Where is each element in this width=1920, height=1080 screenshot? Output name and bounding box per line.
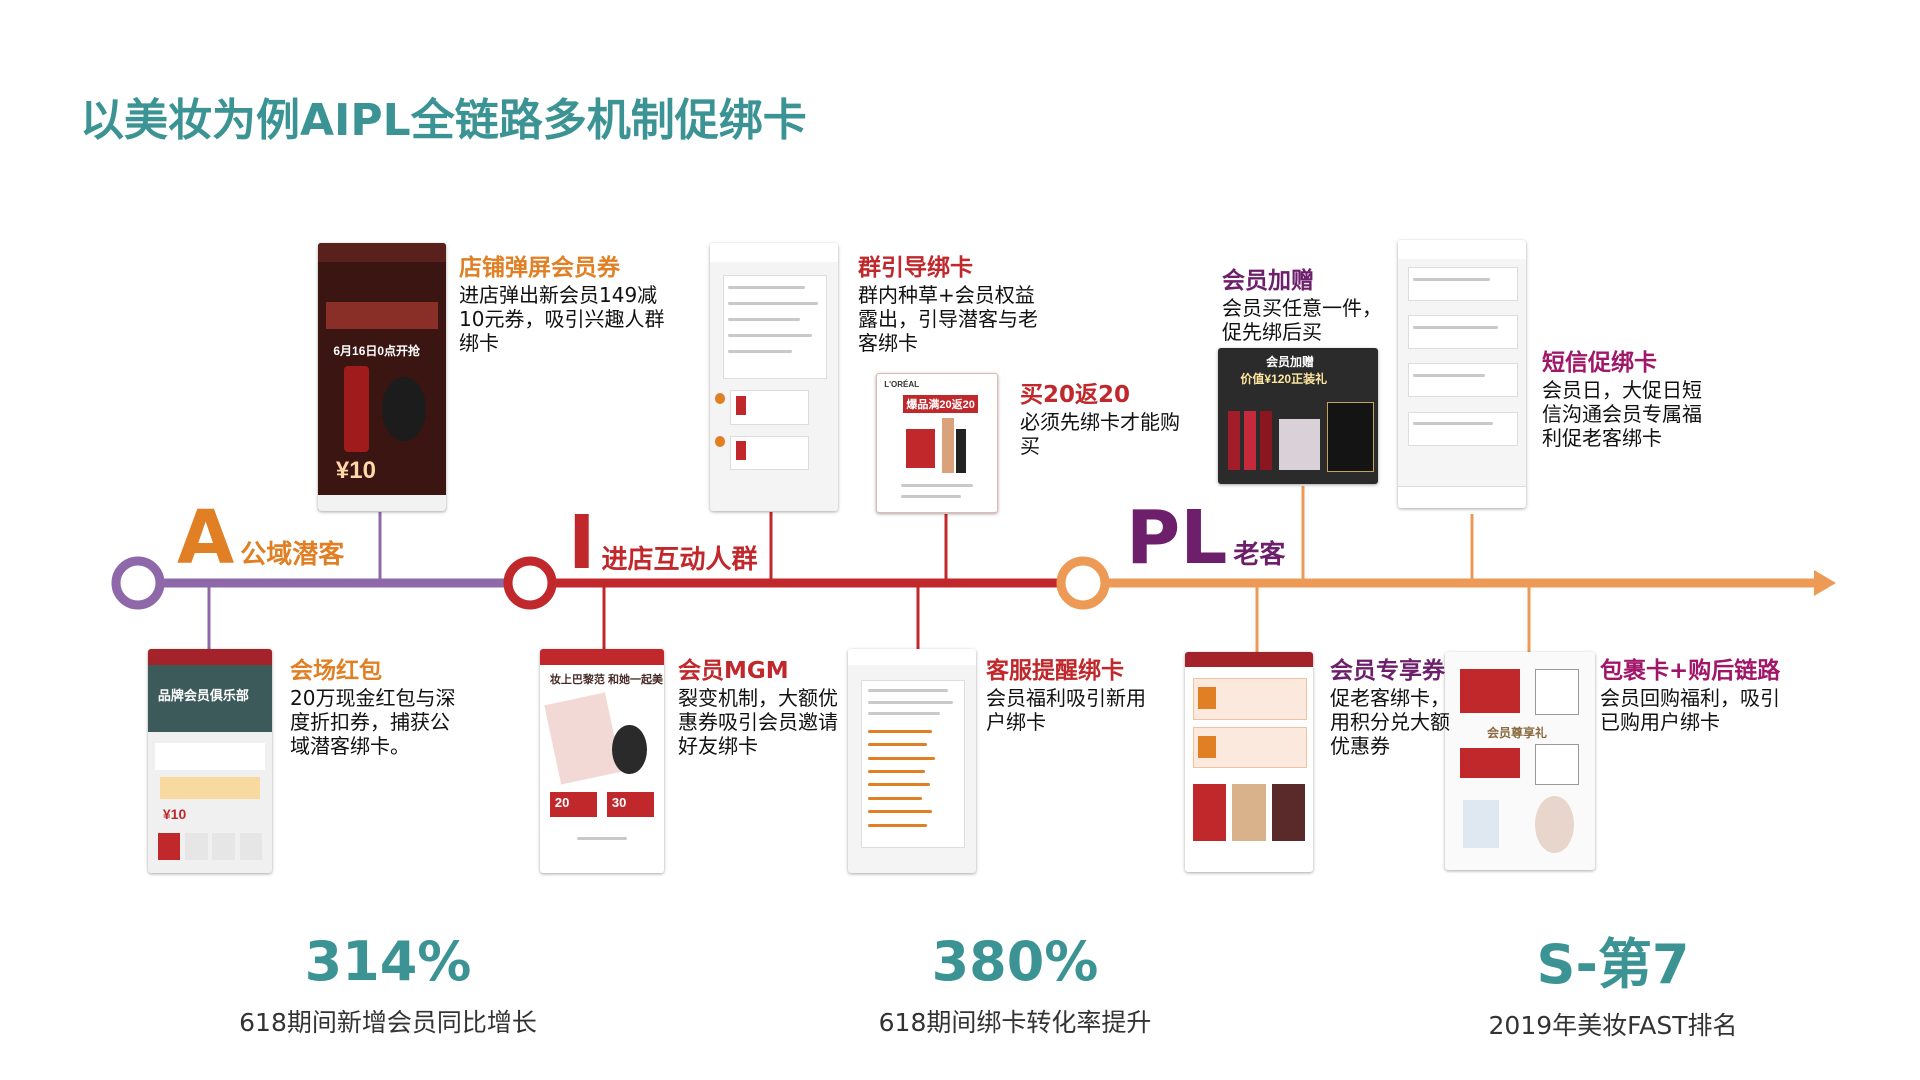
stat-value: 314% bbox=[304, 930, 472, 993]
exclusive-title: 会员专享券 bbox=[1330, 658, 1445, 684]
mgm-title: 会员MGM bbox=[678, 658, 789, 684]
stat-value: 380% bbox=[931, 930, 1099, 993]
mechanism-sms: 短信促绑卡 会员日，大促日短信沟通会员专属福利促老客绑卡 bbox=[1542, 350, 1714, 450]
group-title: 群引导绑卡 bbox=[858, 255, 973, 281]
phone-screenshot-package: 会员尊享礼 bbox=[1445, 652, 1595, 870]
phone-screenshot-sms bbox=[1398, 240, 1526, 508]
stage-node-i bbox=[503, 556, 557, 610]
mechanism-package: 包裹卡+购后链路 会员回购福利，吸引已购用户绑卡 bbox=[1600, 658, 1780, 734]
buy20-title: 买20返20 bbox=[1020, 382, 1131, 408]
buy20-desc: 必须先绑卡才能购买 bbox=[1020, 409, 1180, 458]
stage-text-pl: 老客 bbox=[1233, 540, 1286, 570]
exclusive-desc: 促老客绑卡，用积分兑大额优惠券 bbox=[1330, 685, 1450, 758]
stat-caption: 618期间新增会员同比增长 bbox=[239, 1008, 537, 1038]
popup-amount: ¥10 bbox=[335, 457, 376, 485]
sms-title: 短信促绑卡 bbox=[1542, 350, 1657, 376]
popup-title: 店铺弹屏会员券 bbox=[459, 255, 620, 281]
stat-fast-ranking: S-第7 2019年美妆FAST排名 bbox=[1393, 935, 1833, 1042]
group-desc: 群内种草+会员权益露出，引导潜客与老客绑卡 bbox=[858, 282, 1038, 355]
stage-letter-pl: PL bbox=[1126, 495, 1228, 581]
redpacket-headline: 品牌会员俱乐部 bbox=[157, 687, 249, 703]
package-desc: 会员回购福利，吸引已购用户绑卡 bbox=[1600, 685, 1780, 734]
mechanism-buy20: 买20返20 必须先绑卡才能购买 bbox=[1020, 382, 1190, 458]
mechanism-group: 群引导绑卡 群内种草+会员权益露出，引导潜客与老客绑卡 bbox=[858, 255, 1038, 355]
popup-date: 6月16日0点开抢 bbox=[333, 344, 421, 359]
gift-headline: 会员加赠 bbox=[1266, 355, 1315, 370]
phone-screenshot-group bbox=[710, 243, 838, 511]
sms-desc: 会员日，大促日短信沟通会员专属福利促老客绑卡 bbox=[1542, 377, 1702, 450]
phone-screenshot-exclusive bbox=[1185, 652, 1313, 872]
mechanism-gift: 会员加赠 会员买任意一件，促先绑后买 bbox=[1222, 268, 1392, 344]
redpacket-amount: ¥10 bbox=[162, 805, 187, 822]
redpacket-title: 会场红包 bbox=[290, 658, 382, 684]
stage-text-i: 进店互动人群 bbox=[601, 545, 758, 575]
mgm-desc: 裂变机制，大额优惠券吸引会员邀请好友绑卡 bbox=[678, 685, 838, 758]
mgm-coupon-2: 30 bbox=[611, 794, 627, 810]
buy20-brand: L'ORÉAL bbox=[884, 379, 919, 389]
stage-letter-a: A bbox=[177, 495, 235, 581]
phone-screenshot-popup: 6月16日0点开抢 ¥10 bbox=[318, 243, 446, 511]
stat-conversion-lift: 380% 618期间绑卡转化率提升 bbox=[795, 932, 1235, 1039]
mgm-coupon-1: 20 bbox=[554, 794, 570, 810]
mechanism-popup: 店铺弹屏会员券 进店弹出新会员149减10元券，吸引兴趣人群绑卡 bbox=[459, 255, 669, 355]
mechanism-exclusive: 会员专享券 促老客绑卡，用积分兑大额优惠券 bbox=[1330, 658, 1450, 758]
phone-screenshot-gift: 会员加赠 价值¥120正装礼 bbox=[1218, 348, 1378, 484]
service-desc: 会员福利吸引新用户绑卡 bbox=[986, 685, 1146, 734]
mechanism-service: 客服提醒绑卡 会员福利吸引新用户绑卡 bbox=[986, 658, 1156, 734]
gift-subline: 价值¥120正装礼 bbox=[1240, 371, 1328, 386]
phone-screenshot-buy20: L'ORÉAL 爆品满20返20 bbox=[876, 373, 998, 513]
redpacket-desc: 20万现金红包与深度折扣券，捕获公域潜客绑卡。 bbox=[290, 685, 456, 758]
phone-screenshot-mgm: 妆上巴黎范 和她一起美 20 30 bbox=[540, 649, 664, 873]
service-title: 客服提醒绑卡 bbox=[986, 658, 1124, 684]
stage-letter-i: I bbox=[568, 500, 596, 586]
phone-screenshot-service bbox=[848, 649, 976, 873]
package-title: 包裹卡+购后链路 bbox=[1600, 658, 1781, 684]
mgm-headline: 妆上巴黎范 和她一起美 bbox=[549, 674, 663, 687]
package-headline: 会员尊享礼 bbox=[1487, 725, 1548, 740]
mechanism-mgm: 会员MGM 裂变机制，大额优惠券吸引会员邀请好友绑卡 bbox=[678, 658, 838, 758]
stage-node-a bbox=[111, 556, 165, 610]
stat-caption: 2019年美妆FAST排名 bbox=[1488, 1011, 1738, 1041]
popup-desc: 进店弹出新会员149减10元券，吸引兴趣人群绑卡 bbox=[459, 282, 665, 355]
stat-value: S-第7 bbox=[1536, 933, 1690, 996]
buy20-banner: 爆品满20返20 bbox=[903, 394, 978, 413]
stat-caption: 618期间绑卡转化率提升 bbox=[878, 1008, 1152, 1038]
mechanism-redpacket: 会场红包 20万现金红包与深度折扣券，捕获公域潜客绑卡。 bbox=[290, 658, 462, 758]
stage-text-a: 公域潜客 bbox=[240, 540, 345, 570]
stage-node-pl bbox=[1056, 556, 1110, 610]
stat-member-growth: 314% 618期间新增会员同比增长 bbox=[168, 932, 608, 1039]
gift-title: 会员加赠 bbox=[1222, 268, 1314, 294]
phone-screenshot-redpacket: 品牌会员俱乐部 ¥10 bbox=[148, 649, 272, 873]
gift-desc: 会员买任意一件，促先绑后买 bbox=[1222, 295, 1382, 344]
page-title: 以美妆为例AIPL全链路多机制促绑卡 bbox=[80, 95, 807, 146]
timeline-arrowhead bbox=[1814, 570, 1836, 596]
